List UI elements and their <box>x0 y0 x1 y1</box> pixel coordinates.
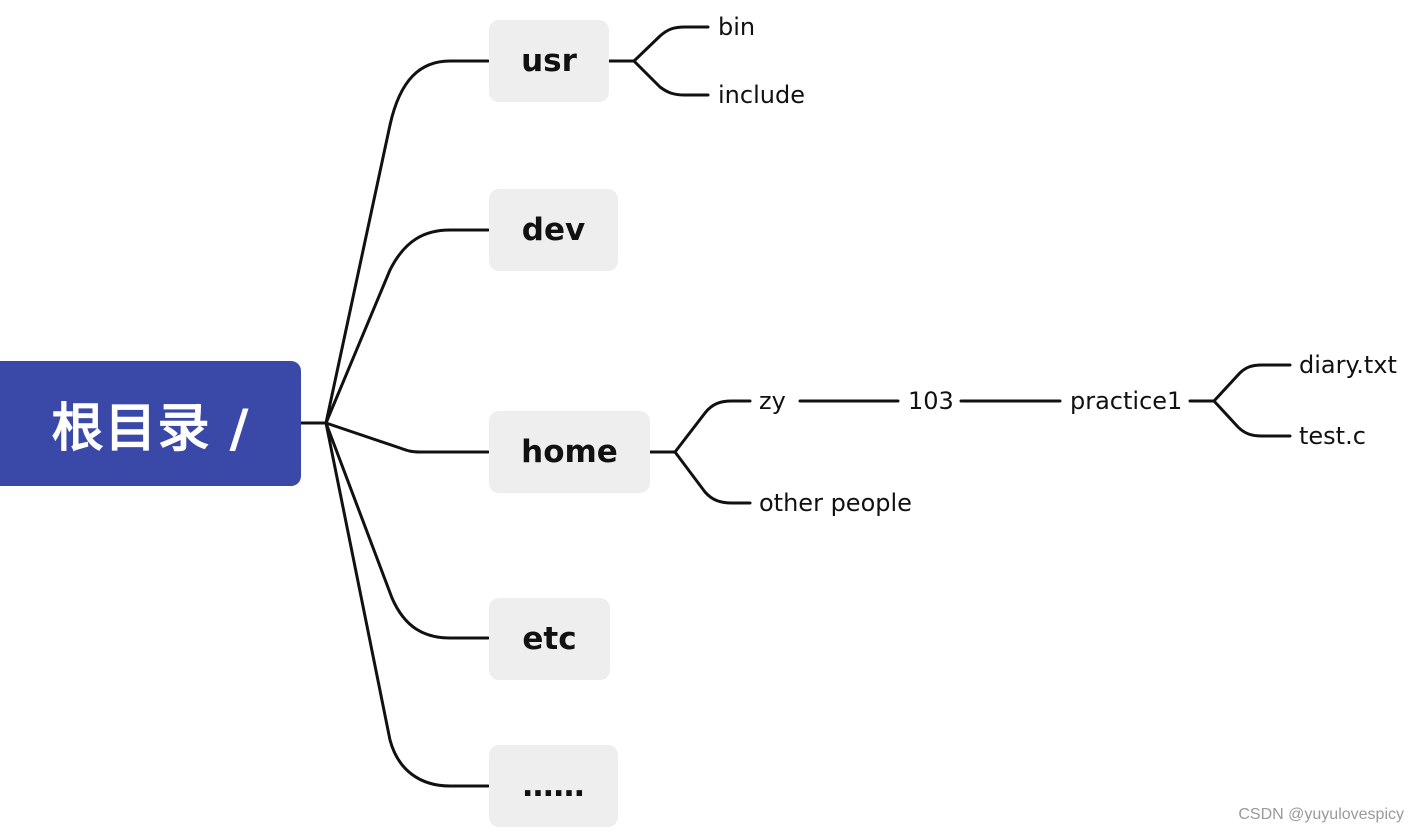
watermark: CSDN @yuyulovespicy <box>1238 806 1404 823</box>
edge-practice-test <box>1212 399 1292 438</box>
edge-usr-bin <box>632 25 710 63</box>
leaf-zy[interactable]: zy <box>759 387 786 415</box>
edge-root-etc <box>324 421 490 640</box>
node-etc-label: etc <box>522 621 577 657</box>
node-more-label: …… <box>522 768 585 804</box>
node-home-label: home <box>521 434 618 470</box>
edge-root-home <box>324 421 490 454</box>
leaf-103[interactable]: 103 <box>908 387 954 415</box>
root-node[interactable]: 根目录 / <box>0 361 301 486</box>
node-etc[interactable]: etc <box>489 598 610 680</box>
edge-home-other <box>673 450 752 505</box>
leaf-test-c[interactable]: test.c <box>1299 422 1366 450</box>
node-home[interactable]: home <box>489 411 650 493</box>
leaf-include[interactable]: include <box>718 81 805 109</box>
leaf-diary-txt[interactable]: diary.txt <box>1299 351 1397 379</box>
edge-practice-diary <box>1212 363 1292 403</box>
node-dev-label: dev <box>521 212 586 248</box>
edge-root-more <box>324 421 490 788</box>
leaf-practice1[interactable]: practice1 <box>1070 387 1183 415</box>
edge-root-usr <box>324 59 490 425</box>
root-label: 根目录 / <box>51 399 250 459</box>
node-usr[interactable]: usr <box>489 20 609 102</box>
leaf-other-people[interactable]: other people <box>759 489 912 517</box>
node-usr-label: usr <box>521 43 577 79</box>
leaf-bin[interactable]: bin <box>718 13 756 41</box>
edge-root-dev <box>324 228 490 425</box>
node-dev[interactable]: dev <box>489 189 618 271</box>
node-more[interactable]: …… <box>489 745 618 827</box>
edge-usr-include <box>632 59 710 97</box>
edge-home-zy <box>673 399 752 454</box>
